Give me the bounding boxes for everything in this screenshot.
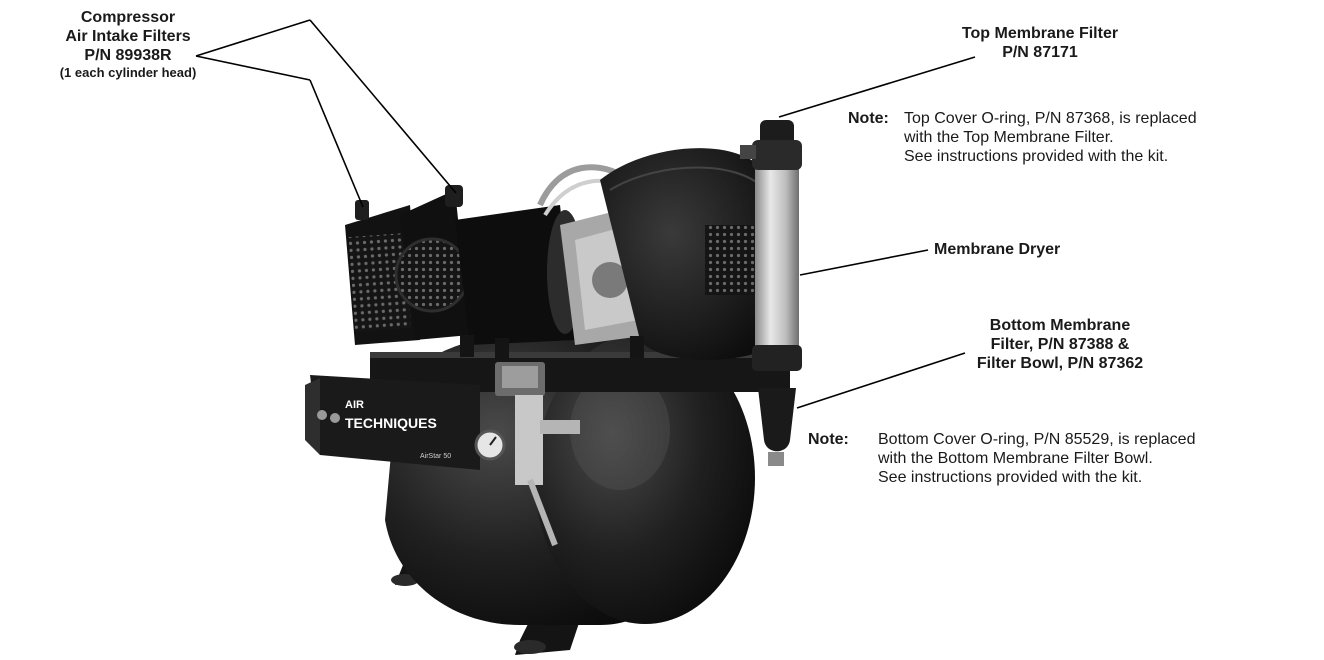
- top-note-line3: See instructions provided with the kit.: [904, 148, 1169, 165]
- model-text: AirStar 50: [420, 453, 451, 460]
- bottom-filter-line2: Filter, P/N 87388 &: [990, 336, 1130, 353]
- bottom-note-key: Note:: [808, 431, 849, 448]
- bottom-note-line3: See instructions provided with the kit.: [878, 469, 1143, 486]
- bottom-note-line2: with the Bottom Membrane Filter Bowl.: [878, 450, 1153, 467]
- top-note-line2: with the Top Membrane Filter.: [904, 129, 1114, 146]
- top-filter-line1: Top Membrane Filter: [961, 25, 1119, 42]
- leader-dryer: [799, 249, 929, 276]
- top-filter-label: Top Membrane Filter P/N 87171: [940, 24, 1140, 62]
- intake-filters-qty: (1 each cylinder head): [59, 65, 197, 80]
- intake-filters-part-number: P/N 89938R: [84, 47, 172, 64]
- intake-filters-label: Compressor Air Intake Filters P/N 89938R…: [18, 8, 238, 81]
- control-box: [305, 375, 480, 470]
- leader-intake-left: [195, 55, 311, 81]
- valve-assembly: [474, 362, 580, 547]
- leader-intake-right-2: [309, 19, 457, 194]
- top-note-key: Note:: [848, 110, 889, 127]
- leader-intake-left-2: [309, 79, 364, 208]
- intake-filters-line1: Compressor: [80, 9, 176, 26]
- leader-top-filter: [778, 56, 976, 118]
- membrane-dryer-label: Membrane Dryer: [934, 240, 1060, 259]
- leader-lines: [195, 19, 976, 409]
- top-note-line1: Top Cover O-ring, P/N 87368, is replaced: [904, 110, 1197, 127]
- membrane-dryer: [740, 120, 802, 466]
- membrane-dryer-text: Membrane Dryer: [934, 241, 1061, 258]
- leader-bottom-filter: [796, 352, 966, 409]
- top-filter-note: Note: Top Cover O-ring, P/N 87368, is re…: [848, 109, 1308, 169]
- bottom-filter-label: Bottom Membrane Filter, P/N 87388 & Filt…: [960, 316, 1160, 373]
- bottom-filter-note: Note: Bottom Cover O-ring, P/N 85529, is…: [808, 430, 1318, 490]
- bottom-filter-line3: Filter Bowl, P/N 87362: [976, 355, 1144, 372]
- bottom-filter-line1: Bottom Membrane: [989, 317, 1131, 334]
- top-filter-part-number: P/N 87171: [1002, 44, 1078, 61]
- brand-air-text: AIR: [345, 399, 364, 411]
- bottom-note-line1: Bottom Cover O-ring, P/N 85529, is repla…: [878, 431, 1196, 448]
- fan-housing: [460, 148, 778, 360]
- leader-intake-right: [195, 19, 311, 57]
- intake-filters-line2: Air Intake Filters: [65, 28, 191, 45]
- brand-techniques-text: TECHNIQUES: [345, 415, 437, 431]
